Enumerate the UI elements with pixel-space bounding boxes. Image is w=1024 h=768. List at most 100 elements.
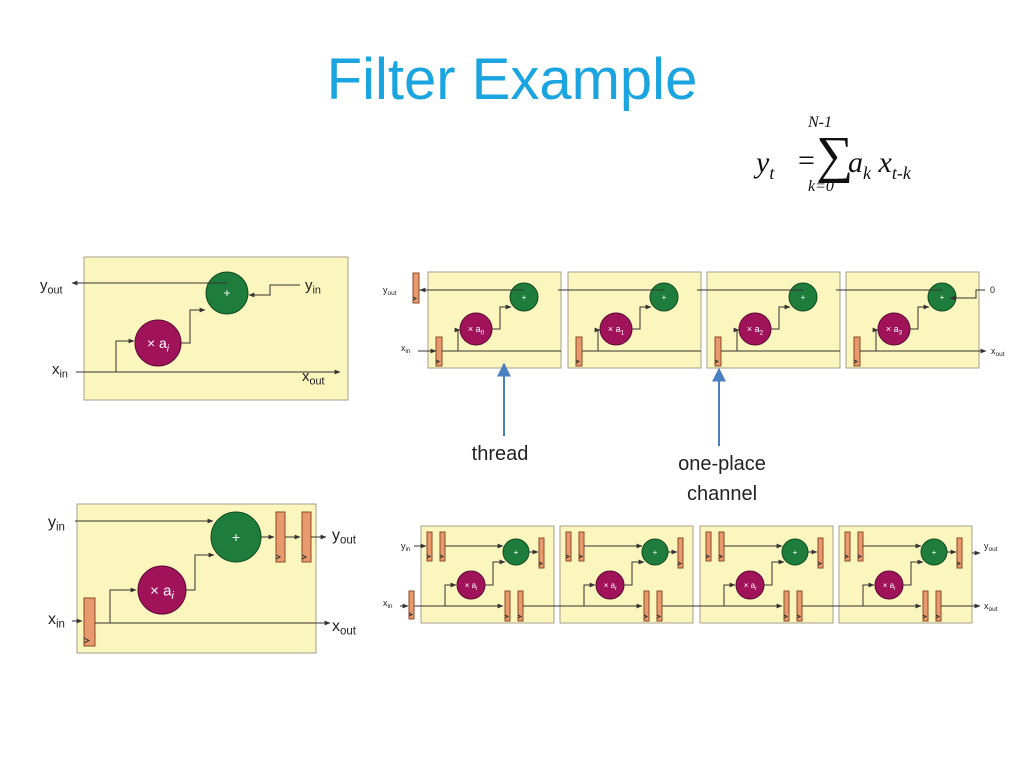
register-block bbox=[922, 590, 929, 622]
wire bbox=[181, 307, 206, 344]
clock-mark bbox=[817, 561, 823, 566]
wire bbox=[186, 552, 215, 591]
channel-label-line1: one-place bbox=[678, 453, 766, 475]
multiplier-label: × a2 bbox=[747, 324, 764, 336]
formula-lhs: yt bbox=[756, 146, 775, 183]
wire bbox=[862, 582, 875, 606]
register-block bbox=[565, 531, 572, 562]
x-in-label: xin bbox=[48, 611, 65, 631]
plus-icon: + bbox=[662, 293, 667, 302]
register-block bbox=[426, 531, 433, 562]
register-block bbox=[705, 531, 712, 562]
x-out-label: xout bbox=[302, 368, 325, 387]
plus-icon: + bbox=[793, 548, 798, 557]
register-block bbox=[504, 590, 511, 622]
x-in-label: xin bbox=[401, 343, 411, 355]
clock-mark bbox=[705, 554, 711, 559]
multiplier-label: × a1 bbox=[608, 324, 625, 336]
formula-equals: = bbox=[798, 144, 815, 177]
y-in-label: yin bbox=[305, 277, 321, 296]
sigma-icon: ∑ bbox=[816, 127, 854, 184]
multiplier-label: × ai bbox=[147, 335, 170, 355]
x-out-label: xout bbox=[984, 601, 998, 613]
clock-mark bbox=[408, 612, 414, 617]
multiplier-label: × a0 bbox=[468, 324, 485, 336]
wire bbox=[115, 338, 135, 372]
y-out-label: yout bbox=[984, 541, 998, 553]
pipeline-stage-0 bbox=[427, 271, 562, 369]
wire bbox=[723, 582, 736, 606]
wire bbox=[594, 327, 601, 351]
clock-mark bbox=[844, 554, 850, 559]
x-out-label: xout bbox=[991, 346, 1005, 358]
formula-lower-limit: k=0 bbox=[808, 178, 834, 195]
wire bbox=[872, 327, 879, 351]
y-out-label: yout bbox=[40, 277, 63, 296]
multiplier-label: × ai bbox=[744, 581, 757, 592]
wire bbox=[444, 582, 457, 606]
wire bbox=[903, 559, 924, 586]
wire bbox=[624, 559, 645, 586]
register-block bbox=[844, 531, 851, 562]
clock-mark bbox=[714, 359, 720, 364]
multiplier-label: × a3 bbox=[886, 324, 903, 336]
register-block bbox=[301, 511, 312, 563]
wire bbox=[771, 304, 791, 330]
clock-mark bbox=[783, 614, 789, 619]
thread-label: thread bbox=[472, 443, 529, 465]
wire bbox=[764, 559, 785, 586]
clock-mark bbox=[517, 614, 523, 619]
plus-icon: + bbox=[932, 548, 937, 557]
wire bbox=[583, 582, 596, 606]
clock-mark bbox=[412, 296, 418, 301]
register-block bbox=[677, 537, 684, 569]
clock-mark bbox=[426, 554, 432, 559]
clock-mark bbox=[538, 561, 544, 566]
clock-mark bbox=[796, 614, 802, 619]
pipeline-stage-1 bbox=[567, 271, 702, 369]
wire bbox=[109, 587, 137, 623]
wire bbox=[949, 289, 985, 301]
register-block bbox=[275, 511, 286, 563]
clock-mark bbox=[853, 359, 859, 364]
clock-mark bbox=[301, 554, 308, 560]
clock-mark bbox=[504, 614, 510, 619]
clock-mark bbox=[857, 554, 863, 559]
plus-icon: + bbox=[514, 548, 519, 557]
clock-mark bbox=[435, 359, 441, 364]
register-block bbox=[956, 537, 963, 569]
plus-icon: + bbox=[232, 529, 240, 545]
channel-label-line2: channel bbox=[687, 483, 757, 505]
clock-mark bbox=[439, 554, 445, 559]
plus-icon: + bbox=[653, 548, 658, 557]
multiplier-label: × ai bbox=[465, 581, 478, 592]
x-in-label: xin bbox=[52, 361, 68, 380]
y-out-label: yout bbox=[332, 527, 357, 547]
register-block bbox=[412, 272, 420, 304]
register-block bbox=[408, 590, 415, 620]
clock-mark bbox=[718, 554, 724, 559]
multiplier-label: × ai bbox=[150, 582, 174, 602]
clock-mark bbox=[656, 614, 662, 619]
wire bbox=[248, 284, 300, 298]
plus-icon: + bbox=[522, 293, 527, 302]
wire bbox=[485, 559, 506, 586]
multiplier-label: × ai bbox=[883, 581, 896, 592]
plus-icon: + bbox=[801, 293, 806, 302]
slide-title: Filter Example bbox=[326, 47, 698, 112]
wire bbox=[454, 327, 461, 351]
y-out-label: yout bbox=[383, 285, 397, 297]
wire bbox=[632, 304, 652, 330]
clock-mark bbox=[83, 637, 91, 644]
clock-mark bbox=[677, 561, 683, 566]
zero-input-label: 0 bbox=[990, 285, 995, 295]
clock-mark bbox=[922, 614, 928, 619]
register-block bbox=[83, 597, 96, 647]
clock-mark bbox=[565, 554, 571, 559]
clock-mark bbox=[578, 554, 584, 559]
pipeline-stage-3 bbox=[845, 271, 980, 369]
clock-mark bbox=[935, 614, 941, 619]
register-block bbox=[643, 590, 650, 622]
plus-icon: + bbox=[940, 293, 945, 302]
